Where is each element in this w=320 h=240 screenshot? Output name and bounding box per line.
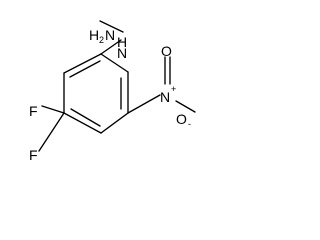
hydrazine-terminal-nitrogen-label: N: [105, 27, 115, 43]
nitro-c-n-bond: [127, 94, 161, 114]
ring-bond-top-right: [100, 53, 129, 73]
ring-inner-double-bond-top-left: [69, 60, 101, 78]
hydrazine-terminal-hydrogen-label: H: [89, 27, 99, 43]
ring-bond-top-left: [63, 53, 102, 74]
fluorine-lower-bond: [38, 112, 65, 152]
ring-inner-double-bond-bottom-left: [70, 108, 101, 127]
fluorine-upper-bond: [41, 105, 65, 114]
hydrazine-c-n-bond: [100, 39, 122, 55]
atom-labels: H 2 N H N F F N + O O -: [29, 27, 191, 163]
hydrazine-n-n-bond: [99, 20, 124, 33]
ring-bond-bottom-right: [100, 112, 129, 134]
nitro-n-o-single-bond: [175, 100, 196, 113]
nitro-oxygen-charge-label: -: [188, 119, 191, 129]
nitro-nitrogen-charge-label: +: [171, 84, 176, 94]
nitro-nitrogen-label: N: [160, 89, 170, 105]
fluorine-lower-label: F: [29, 147, 38, 163]
ring-bond-bottom-left: [63, 112, 102, 134]
nitro-double-bond-oxygen-label: O: [161, 43, 172, 59]
hydrazine-nh-nitrogen-label: N: [117, 45, 127, 61]
hydrazine-terminal-hydrogen-count: 2: [99, 35, 104, 45]
hydrazine-nh-hydrogen-label: H: [117, 34, 127, 50]
chemical-structure: H 2 N H N F F N + O O -: [0, 0, 198, 189]
nitro-single-bond-oxygen-label: O: [176, 111, 187, 127]
bond-lines: [38, 20, 196, 152]
fluorine-upper-label: F: [29, 103, 38, 119]
